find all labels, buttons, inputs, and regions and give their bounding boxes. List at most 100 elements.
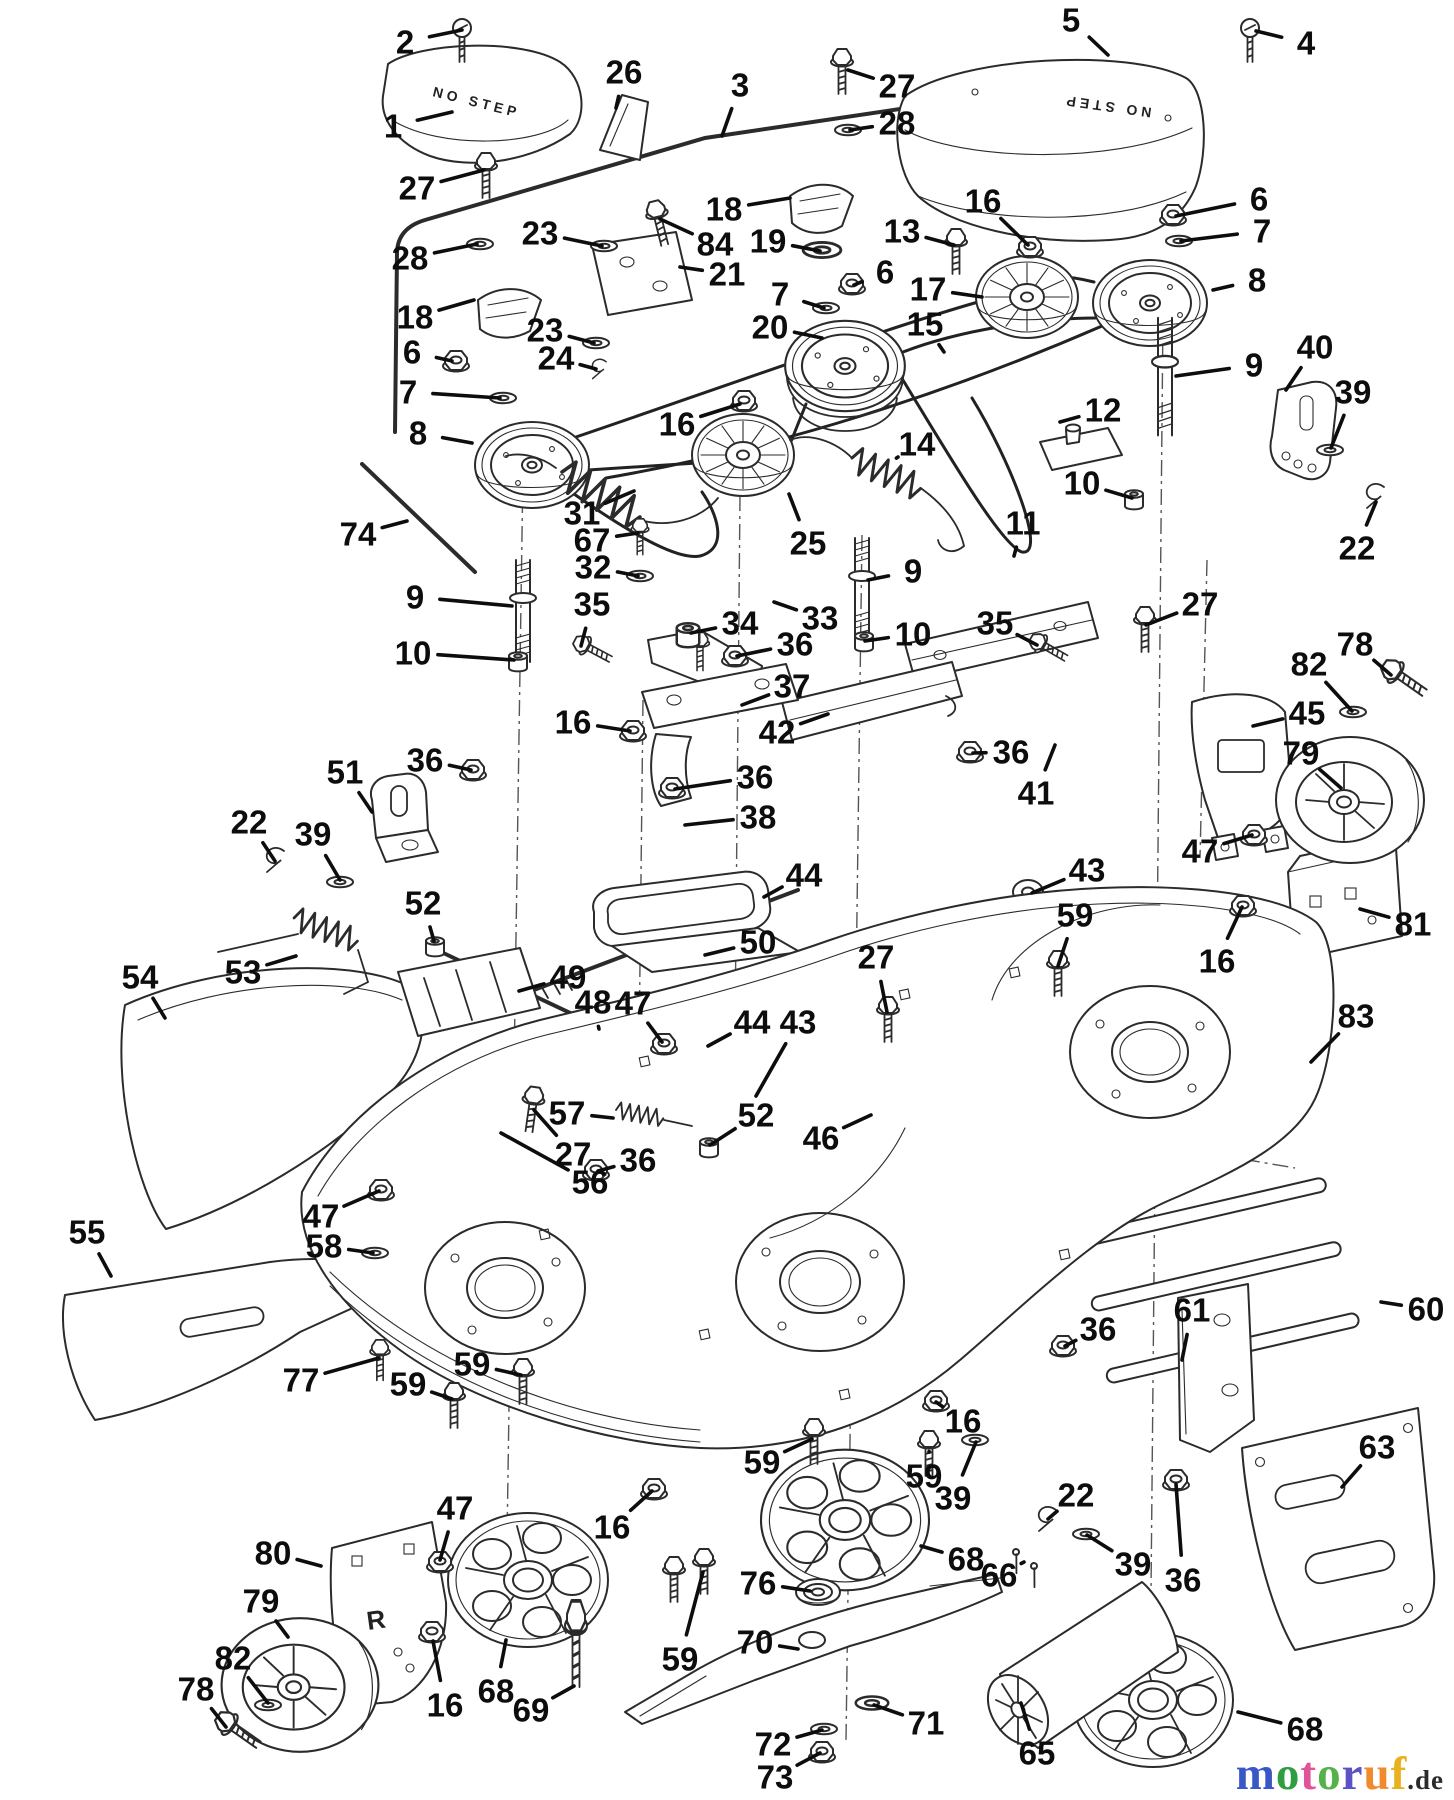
nut-icon [418,1621,446,1644]
leader-line [1318,767,1343,790]
spindle-plate-68-center [759,1448,931,1592]
part-label-36: 36 [993,734,1030,771]
bracket-42 [904,601,1099,681]
leader-line [706,1032,732,1048]
leader-line [879,979,889,1014]
nut-icon [730,390,758,413]
leader-line [274,1619,290,1639]
part-label-36: 36 [1165,1562,1202,1599]
part-label-79: 79 [243,1583,280,1620]
leader-line [848,124,875,132]
leader-line [578,362,598,371]
part-label-27: 27 [555,1136,592,1173]
part-label-25: 25 [790,525,827,562]
nut-icon [838,273,866,296]
part-label-35: 35 [574,586,611,623]
bearing-76 [795,1578,841,1606]
nut-icon [367,1179,395,1202]
part-label-8: 8 [1248,262,1266,299]
leader-line [795,1728,824,1739]
part-label-69: 69 [513,1692,550,1729]
part-label-14: 14 [899,426,936,463]
part-label-53: 53 [225,954,262,991]
part-label-47: 47 [437,1490,474,1527]
part-label-16: 16 [555,704,592,741]
leader-line [447,763,473,772]
leader-line [740,693,771,707]
leader-line [1056,936,1069,968]
part-label-36: 36 [1080,1311,1117,1348]
watermark-letter: f [1390,1748,1408,1800]
bolt-icon [1133,606,1157,653]
part-label-15: 15 [907,306,944,343]
leader-line [596,1164,616,1173]
leader-line [720,106,734,138]
leader-line [777,1644,800,1651]
spacer-icon [508,651,528,673]
part-label-7: 7 [399,374,417,411]
leader-line [431,391,502,400]
part-label-43: 43 [1069,852,1106,889]
leader-line [1324,680,1354,713]
leader-line [494,1367,523,1377]
leader-line [787,492,801,522]
leader-line [798,712,830,726]
part-label-52: 52 [738,1097,775,1134]
leader-line [1058,414,1081,424]
blade-70 [624,1573,1003,1725]
part-label-47: 47 [303,1198,340,1235]
part-label-76: 76 [740,1565,777,1602]
leader-line [1254,29,1284,40]
leader-line [703,946,736,957]
part-label-1: 1 [384,108,402,145]
leader-line [1358,907,1391,920]
hanger-bracket-61 [1177,1283,1255,1453]
bracket-12 [1039,423,1123,471]
leader-line [436,652,516,662]
leader-line [684,1570,705,1637]
leader-line [919,1544,944,1554]
bracket-37 [641,663,799,729]
part-label-43: 43 [780,1004,817,1041]
leader-line [937,342,946,354]
watermark-letter: o [1275,1748,1301,1800]
leader-line [1085,1533,1114,1553]
part-label-11: 11 [1006,505,1041,542]
part-label-19: 19 [750,223,787,260]
part-label-28: 28 [879,105,916,142]
part-label-57: 57 [549,1095,586,1132]
part-label-23: 23 [522,215,559,252]
leader-line [1236,1710,1283,1725]
part-label-41: 41 [1018,775,1055,812]
spacer-icon [675,622,701,649]
part-label-59: 59 [906,1458,943,1495]
bolt-icon [442,1382,466,1429]
leader-line [924,235,956,247]
part-label-40: 40 [1297,329,1334,366]
spacer-icon [1124,489,1144,511]
leader-line [628,1489,654,1513]
bracket-41 [781,661,963,741]
part-label-27: 27 [858,939,895,976]
part-label-9: 9 [904,553,922,590]
leader-line [1372,658,1393,677]
part-label-47: 47 [615,985,652,1022]
part-label-4: 4 [1297,25,1316,62]
part-label-39: 39 [1115,1546,1152,1583]
part-label-35: 35 [977,605,1014,642]
leader-line [596,1024,601,1031]
leader-line [754,1041,788,1098]
part-label-63: 63 [1359,1429,1396,1466]
part-label-70: 70 [737,1624,774,1661]
leader-line [261,840,277,863]
watermark-suffix: .de [1407,1765,1444,1795]
leader-line [782,1437,814,1454]
part-label-61: 61 [1174,1292,1211,1329]
leader-line [265,954,298,967]
leader-line [934,1400,945,1409]
leader-line [708,1126,737,1147]
part-label-71: 71 [908,1705,945,1742]
part-label-5: 5 [1062,2,1080,39]
stack-pulley-20 [784,319,906,432]
